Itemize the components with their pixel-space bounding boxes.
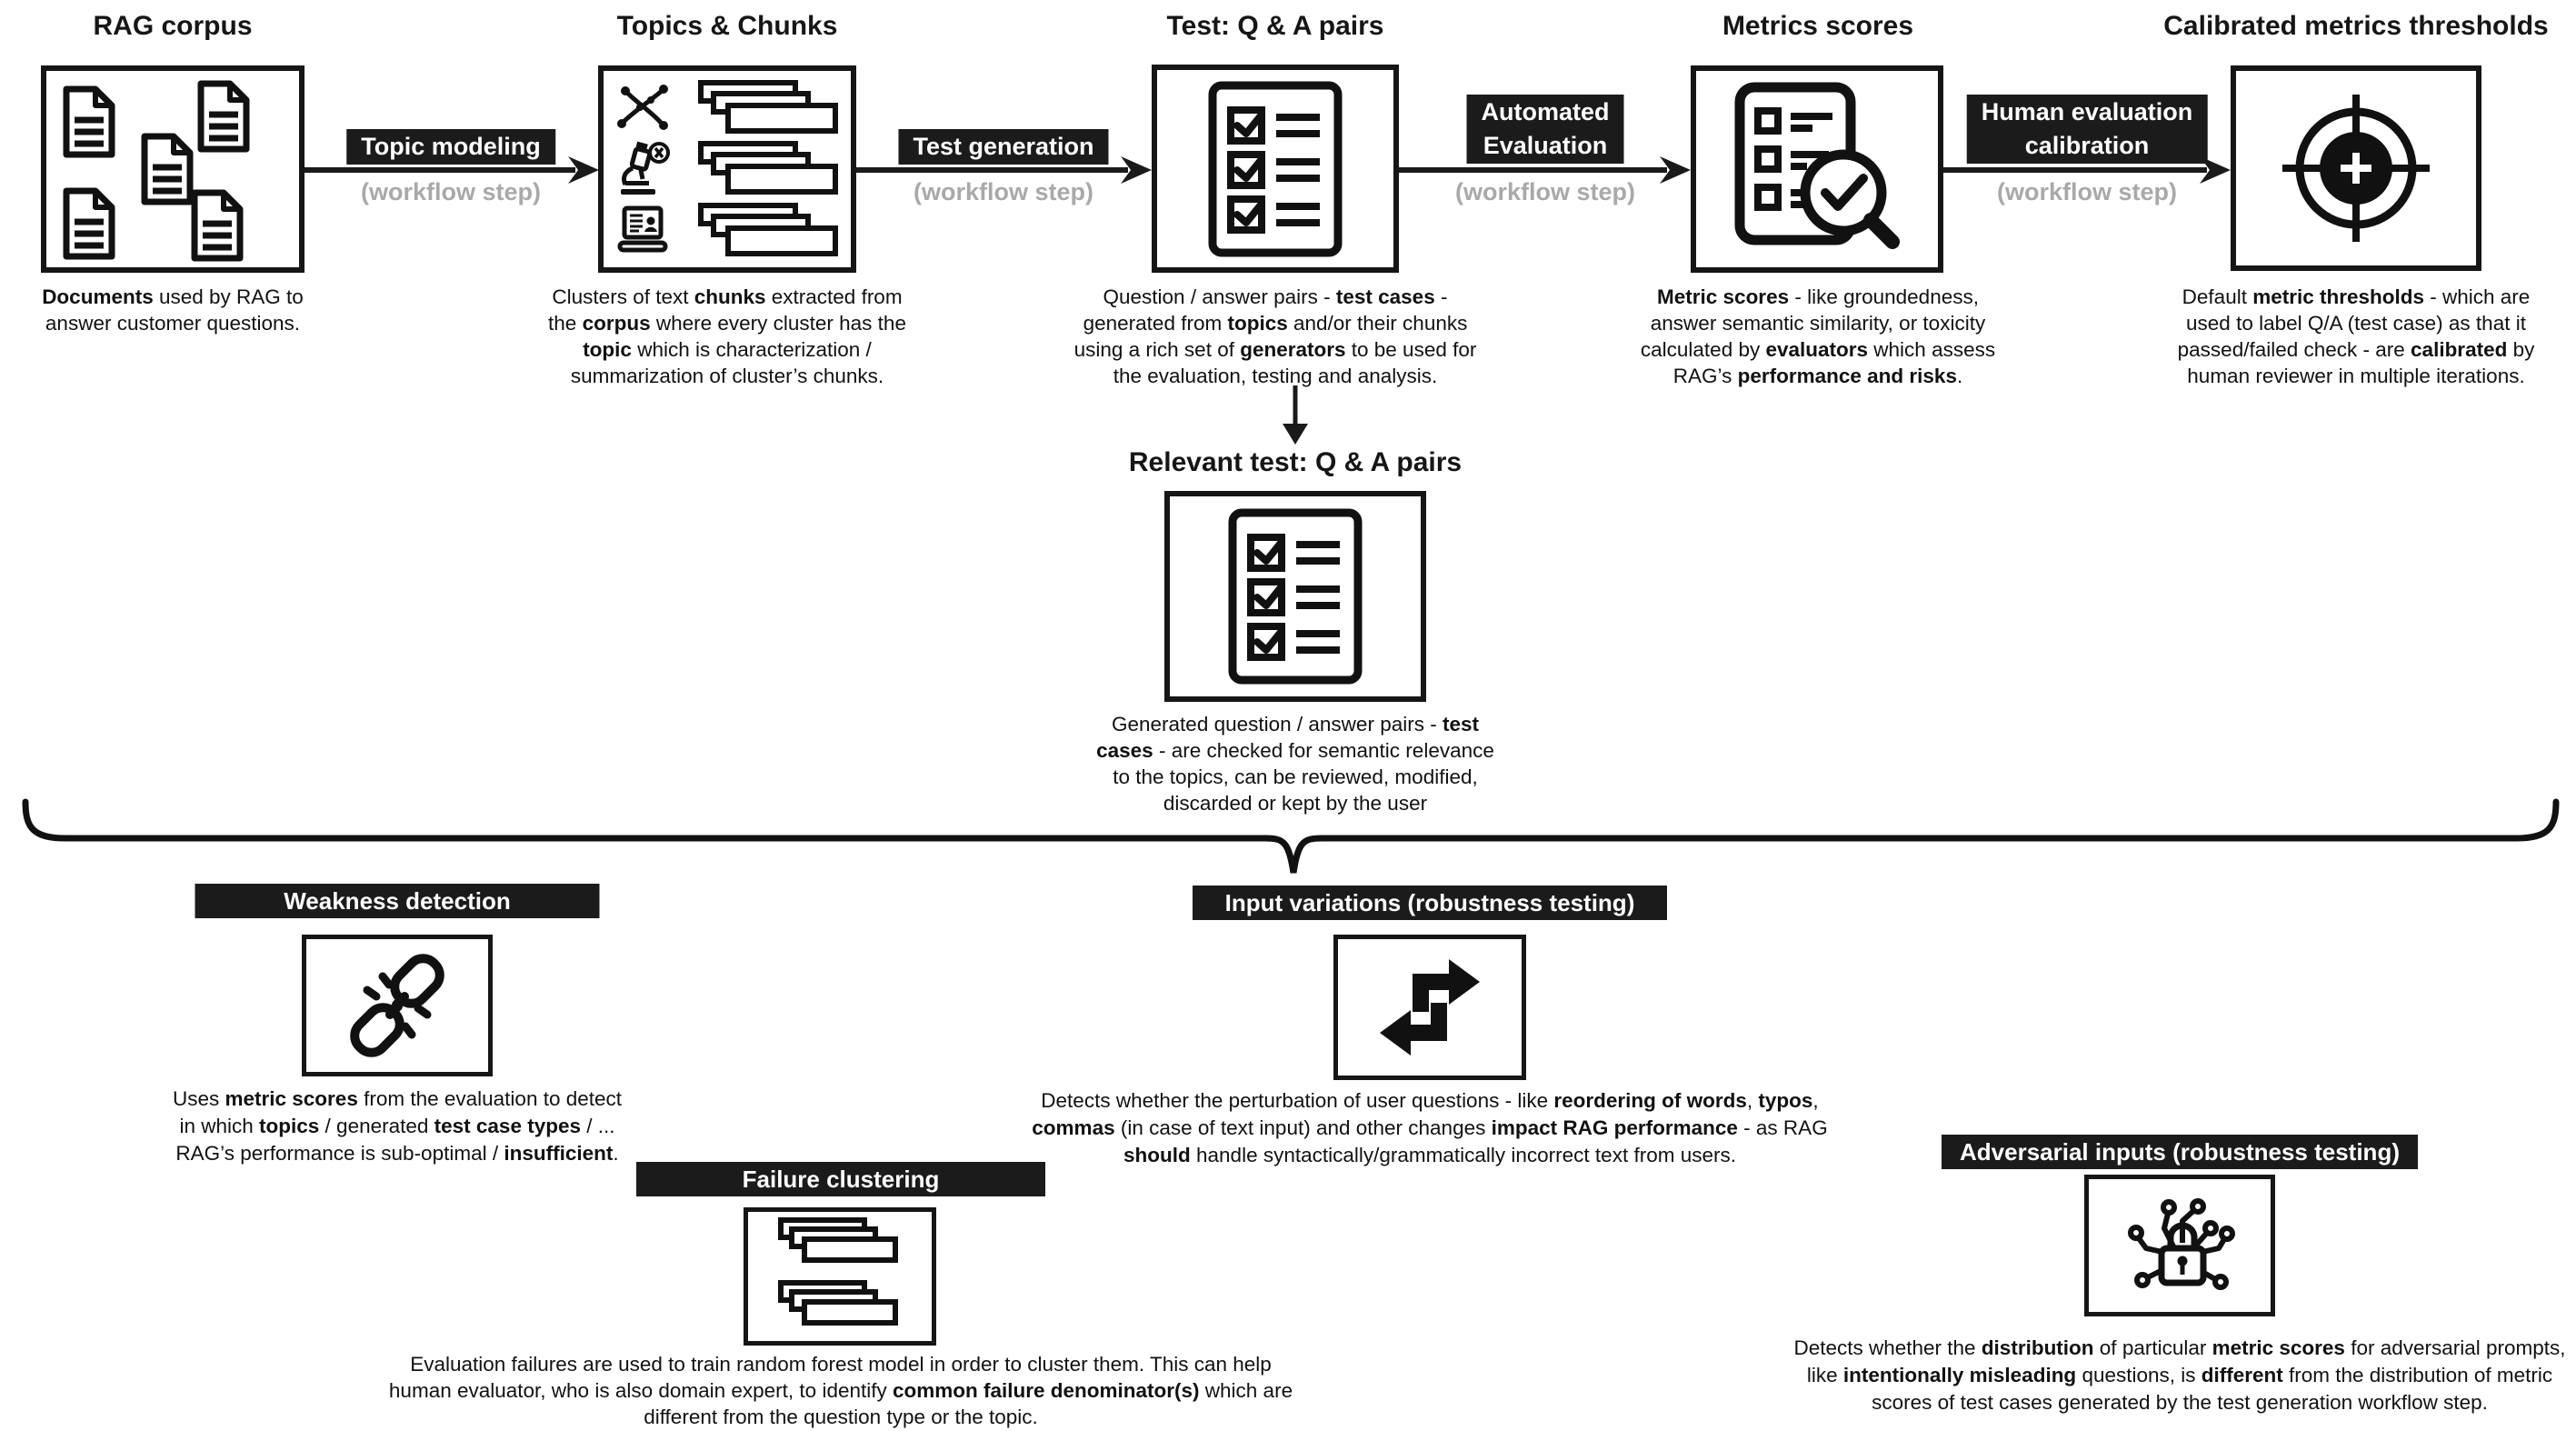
relevant-tests-title: Relevant test: Q & A pairs bbox=[1128, 447, 1463, 477]
down-arrow bbox=[1283, 385, 1308, 445]
rag-corpus-box bbox=[41, 65, 305, 273]
analysis-header-failure-clustering: Failure clustering bbox=[636, 1162, 1045, 1196]
document-icon bbox=[141, 133, 194, 205]
circuit-lock-icon bbox=[2128, 1198, 2235, 1290]
workflow-arrow bbox=[305, 156, 599, 184]
stage-title-calibrated-thresholds: Calibrated metrics thresholds bbox=[2163, 11, 2549, 41]
checklist-icon bbox=[1208, 81, 1343, 256]
molecule-icon bbox=[617, 84, 668, 130]
analysis-header-weakness-detection: Weakness detection bbox=[195, 884, 600, 918]
laptop-profile-icon bbox=[617, 205, 668, 252]
analysis-header-adversarial-inputs: Adversarial inputs (robustness testing) bbox=[1942, 1135, 2418, 1169]
documents-icon bbox=[46, 71, 299, 267]
relevant-tests-caption: Generated question / answer pairs - test… bbox=[1096, 713, 1494, 815]
target-icon bbox=[2282, 95, 2430, 242]
weakness-detection-box bbox=[302, 935, 493, 1076]
stage-title-topics-chunks: Topics & Chunks bbox=[616, 11, 838, 41]
chunk-stack-icon bbox=[698, 141, 838, 195]
topics-chunks-icon bbox=[604, 71, 851, 267]
adversarial-inputs-box bbox=[2084, 1175, 2275, 1316]
checklist-icon bbox=[1228, 508, 1363, 685]
topics-chunks-box bbox=[598, 65, 856, 273]
test-qa-box bbox=[1152, 65, 1399, 273]
stage-caption: Metric scores - like groundedness,answer… bbox=[1640, 285, 1996, 387]
cluster-stacks-icon bbox=[778, 1217, 898, 1326]
document-icon bbox=[197, 80, 250, 153]
swap-arrows-icon bbox=[1380, 959, 1480, 1056]
stage-title-metrics-scores: Metrics scores bbox=[1722, 11, 1914, 41]
weakness-detection-caption: Uses metric scores from the evaluation t… bbox=[172, 1087, 623, 1165]
failure-clustering-box bbox=[744, 1207, 936, 1346]
stage-title-test-qa-pairs: Test: Q & A pairs bbox=[1166, 11, 1384, 41]
document-icon bbox=[63, 85, 115, 158]
analysis-header-input-variations: Input variations (robustness testing) bbox=[1193, 886, 1667, 920]
workflow-arrow bbox=[856, 156, 1152, 184]
step-sublabel: (workflow step) bbox=[913, 178, 1094, 205]
workflow-arrow bbox=[1399, 156, 1691, 184]
failure-clustering-caption: Evaluation failures are used to train ra… bbox=[388, 1353, 1293, 1428]
relevant-tests-box bbox=[1164, 491, 1426, 702]
step-sublabel: (workflow step) bbox=[1454, 178, 1636, 205]
document-icon bbox=[63, 187, 115, 260]
input-variations-caption: Detects whether the perturbation of user… bbox=[1032, 1089, 1828, 1166]
microscope-icon bbox=[621, 141, 670, 195]
metrics-magnifier-icon bbox=[1734, 82, 1900, 249]
adversarial-inputs-caption: Detects whether the distribution of part… bbox=[1793, 1336, 2566, 1414]
chunk-stack-icon bbox=[698, 79, 838, 134]
chunk-stack-icon bbox=[698, 202, 838, 256]
calibrated-thresholds-box bbox=[2231, 65, 2481, 271]
workflow-arrow bbox=[1943, 156, 2231, 184]
stage-title-rag-corpus: RAG corpus bbox=[93, 11, 253, 41]
metrics-scores-box bbox=[1691, 65, 1943, 273]
step-label-topic-modeling: Topic modeling bbox=[346, 129, 555, 165]
brace bbox=[22, 798, 2560, 874]
document-icon bbox=[191, 189, 244, 262]
broken-chain-icon bbox=[350, 954, 444, 1057]
step-sublabel: (workflow step) bbox=[360, 178, 542, 205]
stage-caption: Question / answer pairs - test cases -ge… bbox=[1073, 285, 1477, 387]
step-label-test-generation: Test generation bbox=[898, 129, 1109, 165]
step-sublabel: (workflow step) bbox=[1996, 178, 2178, 205]
input-variations-box bbox=[1333, 935, 1526, 1080]
